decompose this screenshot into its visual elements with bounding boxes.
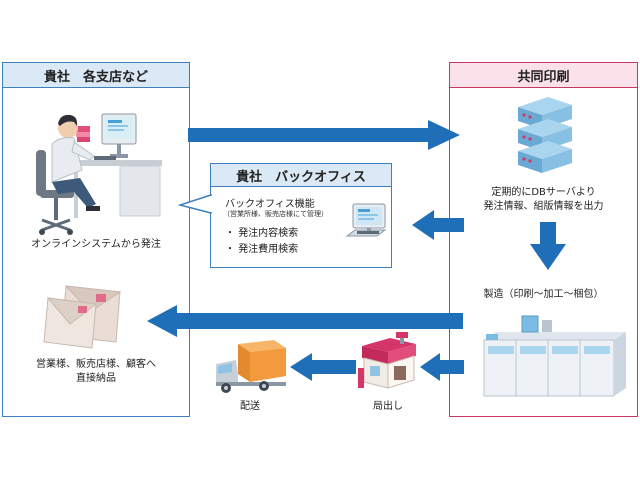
shipping-label: 配送 bbox=[240, 401, 260, 412]
db-server-icon bbox=[518, 97, 572, 173]
printing-machine-icon bbox=[483, 315, 626, 397]
back-office-callout-pointer bbox=[178, 193, 214, 214]
manufacturing-label: 製造（印刷～加工～梱包） bbox=[483, 289, 604, 300]
person-at-desk-icon bbox=[36, 113, 162, 235]
arrow-direct-delivery bbox=[147, 305, 463, 337]
db-output-label-line2: 発注情報、組版情報を出力 bbox=[483, 201, 604, 212]
kyodo-printing-panel-title: 共同印刷 bbox=[517, 69, 570, 85]
client-branch-panel-title: 貴社 各支店など bbox=[43, 69, 148, 85]
arrow-printer-to-back-office bbox=[412, 210, 464, 240]
arrow-to-post-office bbox=[420, 353, 464, 381]
arrow-to-shipping bbox=[290, 353, 356, 381]
post-office-label: 局出し bbox=[373, 401, 403, 412]
online-order-label: オンラインシステムから発注 bbox=[31, 239, 161, 250]
back-office-function-note: （営業所様、販売店様にて管理） bbox=[223, 210, 328, 218]
db-output-label-line1: 定期的にDBサーバより bbox=[491, 187, 596, 198]
delivery-truck-icon bbox=[216, 340, 286, 393]
bullet-order-search-label: 発注内容検索 bbox=[238, 228, 299, 239]
kyodo-printing-panel: 共同印刷 bbox=[449, 62, 638, 417]
delivery-to-label-line2: 直接納品 bbox=[76, 373, 116, 384]
back-office-function-title: バックオフィス機能 bbox=[225, 199, 315, 210]
envelopes-icon bbox=[43, 285, 122, 349]
arrow-db-to-manufacturing bbox=[530, 222, 566, 270]
client-branch-panel-header: 貴社 各支店など bbox=[3, 63, 189, 88]
back-office-panel-header: 貴社 バックオフィス bbox=[211, 164, 391, 187]
bullet-cost-search-label: 発注費用検索 bbox=[238, 244, 299, 255]
post-office-icon bbox=[358, 332, 416, 389]
delivery-to-label-line1: 営業様、販売店様、顧客へ bbox=[36, 359, 156, 370]
back-office-panel: 貴社 バックオフィス バックオフィス機能 （営業所様、販売店様にて管理） ・ 発… bbox=[210, 163, 392, 268]
back-office-panel-title: 貴社 バックオフィス bbox=[236, 169, 366, 185]
bullet-cost-search: ・ 発注費用検索 bbox=[225, 244, 299, 255]
client-branch-panel: 貴社 各支店など bbox=[2, 62, 190, 417]
kyodo-printing-panel-header: 共同印刷 bbox=[450, 63, 637, 88]
bullet-order-search: ・ 発注内容検索 bbox=[225, 228, 299, 239]
arrow-order-to-printer bbox=[188, 120, 460, 150]
back-office-laptop-icon bbox=[345, 203, 387, 237]
